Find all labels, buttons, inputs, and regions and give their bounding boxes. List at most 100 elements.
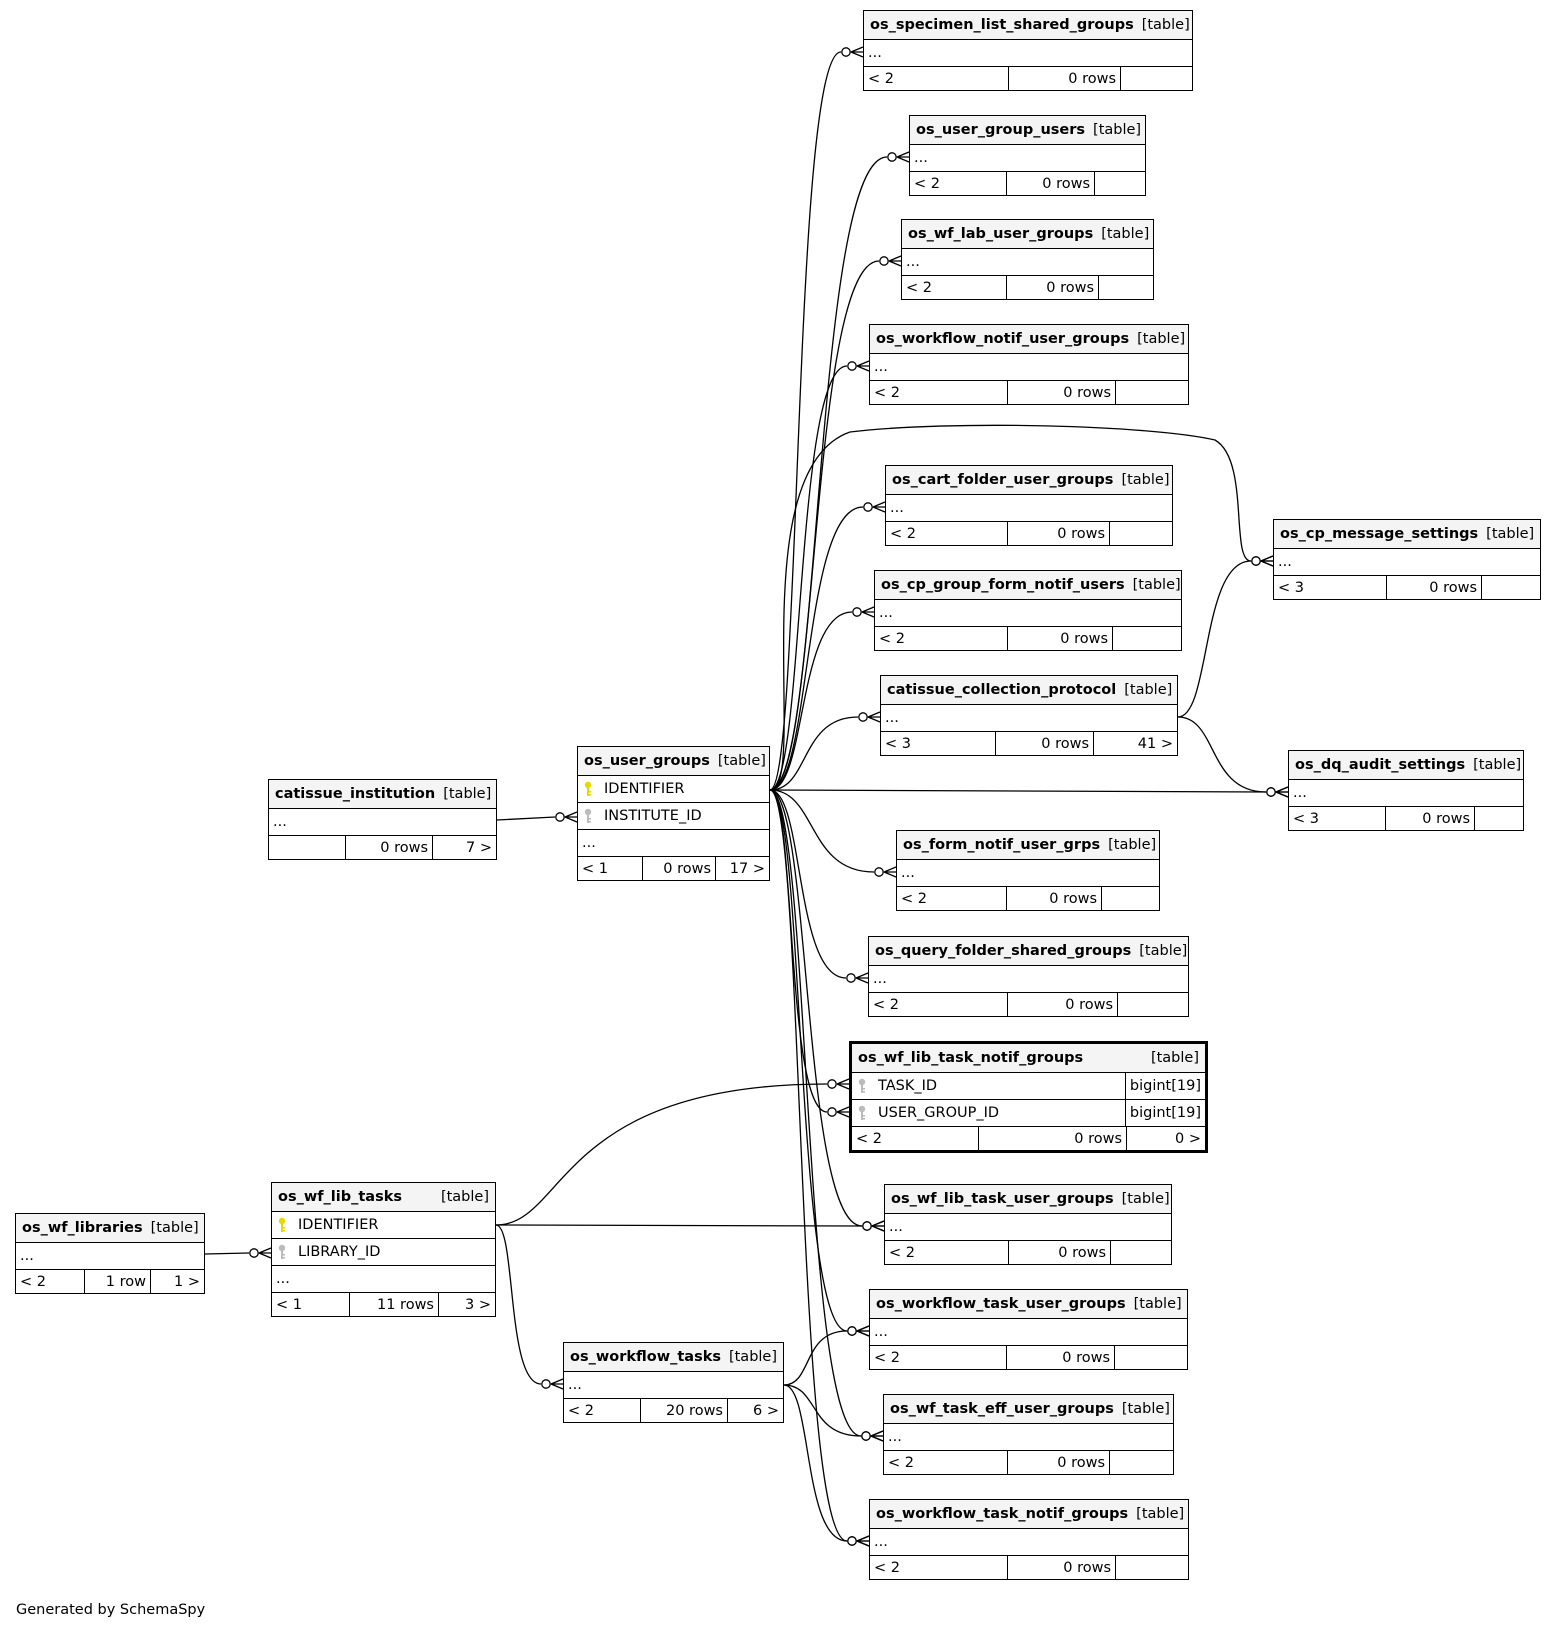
child-count-link[interactable]: 6 >: [753, 1402, 779, 1419]
parent-count-link[interactable]: < 2: [870, 381, 1008, 404]
more-columns-ellipsis[interactable]: ...: [16, 1243, 204, 1270]
table-name[interactable]: os_workflow_tasks: [570, 1349, 721, 1365]
child-count-link[interactable]: 41 >: [1137, 735, 1173, 752]
table-name[interactable]: os_workflow_task_notif_groups: [876, 1506, 1129, 1522]
table-name[interactable]: os_form_notif_user_grps: [903, 837, 1101, 853]
more-columns-ellipsis[interactable]: ...: [864, 40, 1192, 67]
child-count-link[interactable]: [1111, 1241, 1171, 1264]
table-name[interactable]: os_cart_folder_user_groups: [892, 472, 1114, 488]
more-columns-ellipsis[interactable]: ...: [886, 495, 1172, 522]
parent-count-link[interactable]: < 2: [875, 627, 1008, 650]
table-name[interactable]: os_workflow_task_user_groups: [876, 1296, 1126, 1312]
table-name[interactable]: catissue_institution: [275, 786, 436, 802]
more-columns-ellipsis[interactable]: ...: [902, 249, 1153, 276]
more-columns-ellipsis[interactable]: ...: [870, 354, 1188, 381]
parent-count-link[interactable]: < 2: [870, 1556, 1008, 1579]
parent-count-link[interactable]: < 2: [885, 1241, 1009, 1264]
child-count-link[interactable]: [1099, 276, 1153, 299]
table-os-specimen-list-shared-groups[interactable]: os_specimen_list_shared_groups[table]...…: [863, 10, 1193, 91]
table-name[interactable]: os_wf_lib_tasks: [278, 1189, 402, 1205]
child-count-link[interactable]: [1102, 887, 1159, 910]
parent-count-link[interactable]: < 2: [870, 1346, 1007, 1369]
more-columns-ellipsis[interactable]: ...: [875, 600, 1181, 627]
table-name[interactable]: os_wf_lab_user_groups: [908, 226, 1094, 242]
child-count-link[interactable]: [1110, 1451, 1173, 1474]
child-count-link[interactable]: [1113, 627, 1181, 650]
more-columns-ellipsis[interactable]: ...: [870, 1529, 1188, 1556]
parent-count-link[interactable]: < 2: [864, 67, 1009, 90]
child-count-link[interactable]: 3 >: [465, 1296, 491, 1313]
more-columns-ellipsis[interactable]: ...: [881, 705, 1177, 732]
parent-count-link[interactable]: < 2: [902, 276, 1007, 299]
child-count-link[interactable]: [1116, 1556, 1188, 1579]
more-columns-ellipsis[interactable]: ...: [578, 830, 769, 857]
table-os-workflow-task-notif-groups[interactable]: os_workflow_task_notif_groups[table]...<…: [869, 1499, 1189, 1580]
more-columns-ellipsis[interactable]: ...: [870, 1319, 1187, 1346]
column-row[interactable]: IDENTIFIER: [272, 1212, 495, 1239]
table-os-workflow-task-user-groups[interactable]: os_workflow_task_user_groups[table]...< …: [869, 1289, 1188, 1370]
child-count-link[interactable]: [1095, 172, 1145, 195]
child-count-link[interactable]: 7 >: [466, 839, 492, 856]
parent-count-link[interactable]: < 2: [910, 172, 1007, 195]
parent-count-link[interactable]: < 1: [272, 1293, 350, 1316]
child-count-link[interactable]: [1115, 1346, 1187, 1369]
column-row[interactable]: IDENTIFIER: [578, 776, 769, 803]
parent-count-link[interactable]: < 2: [16, 1270, 85, 1293]
parent-count-link[interactable]: < 3: [881, 732, 996, 755]
table-name[interactable]: os_workflow_notif_user_groups: [876, 331, 1130, 347]
child-count-link[interactable]: 17 >: [729, 860, 765, 877]
parent-count-link[interactable]: < 2: [564, 1399, 641, 1422]
table-name[interactable]: os_user_group_users: [916, 122, 1086, 138]
more-columns-ellipsis[interactable]: ...: [897, 860, 1159, 887]
table-name[interactable]: os_wf_task_eff_user_groups: [890, 1401, 1114, 1417]
table-os-cp-group-form-notif-users[interactable]: os_cp_group_form_notif_users[table]...< …: [874, 570, 1182, 651]
parent-count-link[interactable]: < 2: [884, 1451, 1008, 1474]
child-count-link[interactable]: 0 >: [1175, 1130, 1201, 1147]
parent-count-link[interactable]: < 3: [1274, 576, 1387, 599]
table-name[interactable]: os_wf_libraries: [22, 1220, 143, 1236]
more-columns-ellipsis[interactable]: ...: [910, 145, 1145, 172]
table-catissue-collection-protocol[interactable]: catissue_collection_protocol[table]...< …: [880, 675, 1178, 756]
parent-count-link[interactable]: < 2: [897, 887, 1007, 910]
column-row[interactable]: INSTITUTE_ID: [578, 803, 769, 830]
child-count-link[interactable]: [1475, 807, 1523, 830]
child-count-link[interactable]: [1116, 381, 1188, 404]
table-name[interactable]: os_wf_lib_task_notif_groups: [858, 1050, 1084, 1066]
table-name[interactable]: os_query_folder_shared_groups: [875, 943, 1132, 959]
parent-count-link[interactable]: < 2: [869, 993, 1008, 1016]
more-columns-ellipsis[interactable]: ...: [269, 809, 496, 836]
parent-count-link[interactable]: < 1: [578, 857, 643, 880]
more-columns-ellipsis[interactable]: ...: [885, 1214, 1171, 1241]
child-count-link[interactable]: [1121, 67, 1192, 90]
more-columns-ellipsis[interactable]: ...: [272, 1266, 495, 1293]
more-columns-ellipsis[interactable]: ...: [884, 1424, 1173, 1451]
table-name[interactable]: os_specimen_list_shared_groups: [870, 17, 1134, 33]
child-count-link[interactable]: [1110, 522, 1172, 545]
parent-count-link[interactable]: < 3: [1289, 807, 1386, 830]
table-os-workflow-notif-user-groups[interactable]: os_workflow_notif_user_groups[table]...<…: [869, 324, 1189, 405]
table-name[interactable]: catissue_collection_protocol: [887, 682, 1117, 698]
parent-count-link[interactable]: < 2: [886, 522, 1008, 545]
table-os-wf-lib-task-notif-groups[interactable]: os_wf_lib_task_notif_groups[table]TASK_I…: [849, 1041, 1208, 1153]
table-name[interactable]: os_wf_lib_task_user_groups: [891, 1191, 1114, 1207]
parent-count-link[interactable]: < 2: [852, 1127, 979, 1150]
child-count-link[interactable]: [1482, 576, 1540, 599]
table-name[interactable]: os_dq_audit_settings: [1295, 757, 1466, 773]
more-columns-ellipsis[interactable]: ...: [1289, 780, 1523, 807]
child-count-link[interactable]: 1 >: [174, 1273, 200, 1290]
